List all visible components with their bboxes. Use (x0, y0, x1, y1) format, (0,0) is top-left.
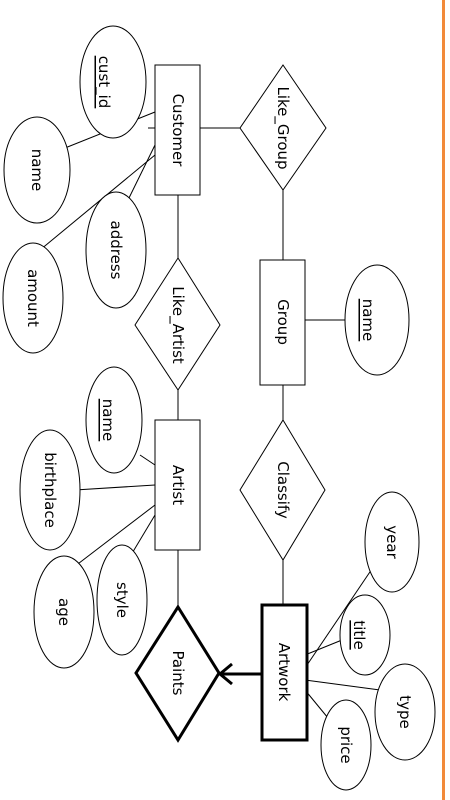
attribute-label: year (383, 525, 401, 559)
entity-label: Artwork (275, 643, 293, 702)
attribute-style: style (96, 544, 148, 656)
entity-label: Group (274, 299, 292, 345)
attribute-group-name: name (344, 264, 410, 376)
attribute-cust-id: cust_id (79, 25, 147, 139)
attribute-label: type (396, 695, 414, 729)
attribute-label: age (55, 598, 73, 626)
entity-group: Group (259, 259, 306, 386)
relationship-label: Like_Artist (168, 286, 187, 364)
attribute-artist-name: name (85, 366, 143, 474)
entity-artwork: Artwork (260, 603, 309, 742)
attribute-label: address (107, 221, 125, 280)
attribute-type: type (374, 663, 436, 761)
attribute-birthplace: birthplace (19, 429, 81, 551)
attribute-label: birthplace (41, 452, 59, 528)
attribute-label: name (99, 399, 117, 442)
attribute-label: price (337, 726, 355, 763)
attribute-amount: amount (2, 242, 64, 354)
attribute-title: title (339, 594, 391, 676)
attribute-age: age (33, 555, 95, 669)
relationship-like-artist: Like_Artist (134, 257, 221, 391)
relationship-label: Classify (274, 461, 292, 519)
attribute-label: amount (24, 269, 42, 327)
attribute-year: year (364, 491, 420, 593)
entity-label: Artist (169, 465, 187, 505)
attribute-price: price (320, 699, 372, 791)
entity-customer: Customer (154, 64, 201, 196)
entity-artist: Artist (154, 419, 201, 551)
attribute-label: title (350, 620, 368, 649)
relationship-classify: Classify (239, 419, 326, 561)
relationship-paints: Paints (134, 604, 221, 743)
attribute-label: cust_id (94, 56, 113, 109)
attribute-address: address (85, 191, 147, 309)
entity-label: Customer (169, 94, 187, 168)
relationship-like-group: Like_Group (239, 64, 327, 191)
connectors (39, 111, 381, 736)
attribute-label: name (359, 299, 377, 342)
attribute-label: style (113, 582, 131, 618)
attribute-label: name (28, 149, 46, 192)
relationship-label: Like_Group (273, 86, 292, 169)
relationship-label: Paints (169, 651, 187, 696)
accent-edge (442, 0, 445, 800)
attribute-customer-name: name (3, 116, 71, 224)
